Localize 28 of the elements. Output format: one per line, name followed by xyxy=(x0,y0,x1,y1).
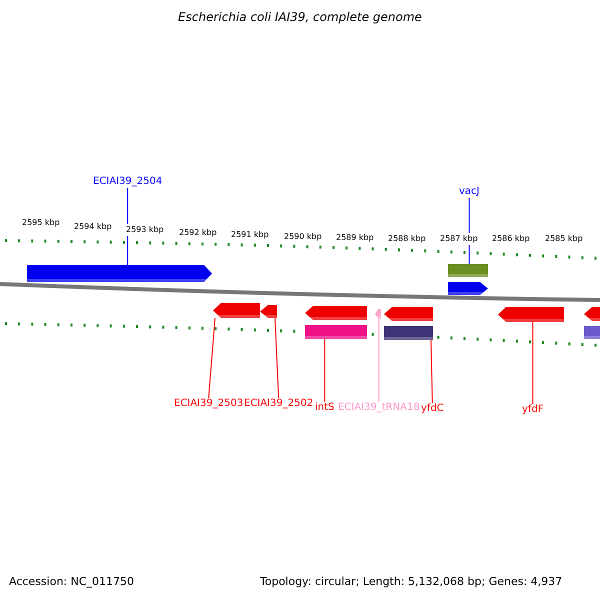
leader-line xyxy=(430,340,433,404)
leader-line xyxy=(532,322,534,404)
gene-label: ECIAI39_2504 xyxy=(93,176,162,188)
scale-label: 2595 kbp xyxy=(22,217,60,229)
scale-label: 2589 kbp xyxy=(336,232,374,244)
footer-text: Accession: NC_011750 xyxy=(9,576,134,588)
gene-label: vacJ xyxy=(459,186,480,198)
scale-label: 2586 kbp xyxy=(492,233,530,245)
gene-label: ECIAI39_2503 xyxy=(174,398,244,410)
scale-label: 2594 kbp xyxy=(74,221,112,233)
leader-line xyxy=(274,318,280,398)
leader-line xyxy=(378,318,380,402)
gene-label: intS xyxy=(315,402,334,414)
scale-label: 2593 kbp xyxy=(126,224,164,236)
scale-label: 2588 kbp xyxy=(388,233,426,245)
gene-label: yfdF xyxy=(522,404,544,416)
scale-label: 2585 kbp xyxy=(545,233,583,245)
footer-text: Topology: circular; Length: 5,132,068 bp; Genes: 4,937 xyxy=(260,576,562,588)
gene-label: yfdC xyxy=(421,403,444,415)
scale-label: 2592 kbp xyxy=(179,227,217,239)
title: Escherichia coli IAI39, complete genome xyxy=(177,11,423,23)
leader-line xyxy=(208,318,216,398)
gene-label: ECIAI39_2502 xyxy=(244,398,314,410)
gene-label: ECIAI39_tRNA18 xyxy=(338,402,420,414)
scale-label: 2591 kbp xyxy=(231,229,269,241)
leader-line xyxy=(324,338,326,402)
scale-label: 2590 kbp xyxy=(284,231,322,243)
scale-label: 2587 kbp xyxy=(440,233,478,245)
